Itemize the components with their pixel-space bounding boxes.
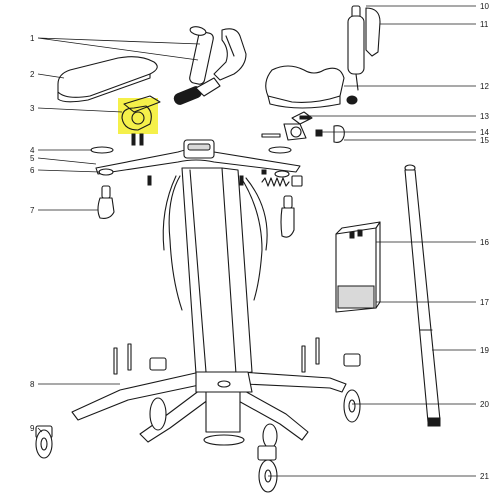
part-top-crossbar (95, 139, 301, 175)
callout-6: 6 (30, 166, 35, 175)
callout-1: 1 (30, 34, 35, 43)
callout-9: 9 (30, 424, 35, 433)
callout-15: 15 (480, 136, 489, 145)
callout-12: 12 (480, 82, 489, 91)
part-battery-pack (335, 221, 381, 313)
callout-17: 17 (480, 298, 489, 307)
part-armrest-pad (57, 56, 158, 103)
callout-16: 16 (480, 238, 489, 247)
callout-13: 13 (480, 112, 489, 121)
callout-3: 3 (30, 104, 35, 113)
part-clamp-bracket-highlight (118, 95, 161, 146)
callout-21: 21 (480, 472, 489, 481)
part-seat-saddle (265, 65, 345, 109)
callout-14: 14 (480, 128, 489, 137)
callouts-left: 1 2 3 4 5 6 7 8 9 (30, 34, 35, 433)
part-handle-grip (173, 26, 247, 105)
callout-19: 19 (480, 346, 489, 355)
callout-8: 8 (30, 380, 35, 389)
part-spring-hardware (261, 169, 303, 187)
callout-4: 4 (30, 146, 35, 155)
leader-lines-right (268, 5, 476, 477)
callout-2: 2 (30, 70, 35, 79)
part-right-handle (346, 5, 381, 105)
part-clamp-hardware (261, 111, 345, 143)
callout-10: 10 (480, 2, 489, 11)
callouts-right: 10 11 12 13 14 15 16 17 19 20 21 (480, 2, 489, 481)
leader-lines-left (37, 37, 201, 433)
part-lever-handles (97, 185, 295, 238)
callout-11: 11 (480, 20, 489, 29)
part-castor-wheels (35, 353, 361, 493)
part-main-mast (162, 167, 268, 375)
part-telescopic-column (404, 164, 441, 427)
callout-20: 20 (480, 400, 489, 409)
callout-5: 5 (30, 154, 35, 163)
part-base-frame (71, 337, 347, 446)
callout-7: 7 (30, 206, 35, 215)
